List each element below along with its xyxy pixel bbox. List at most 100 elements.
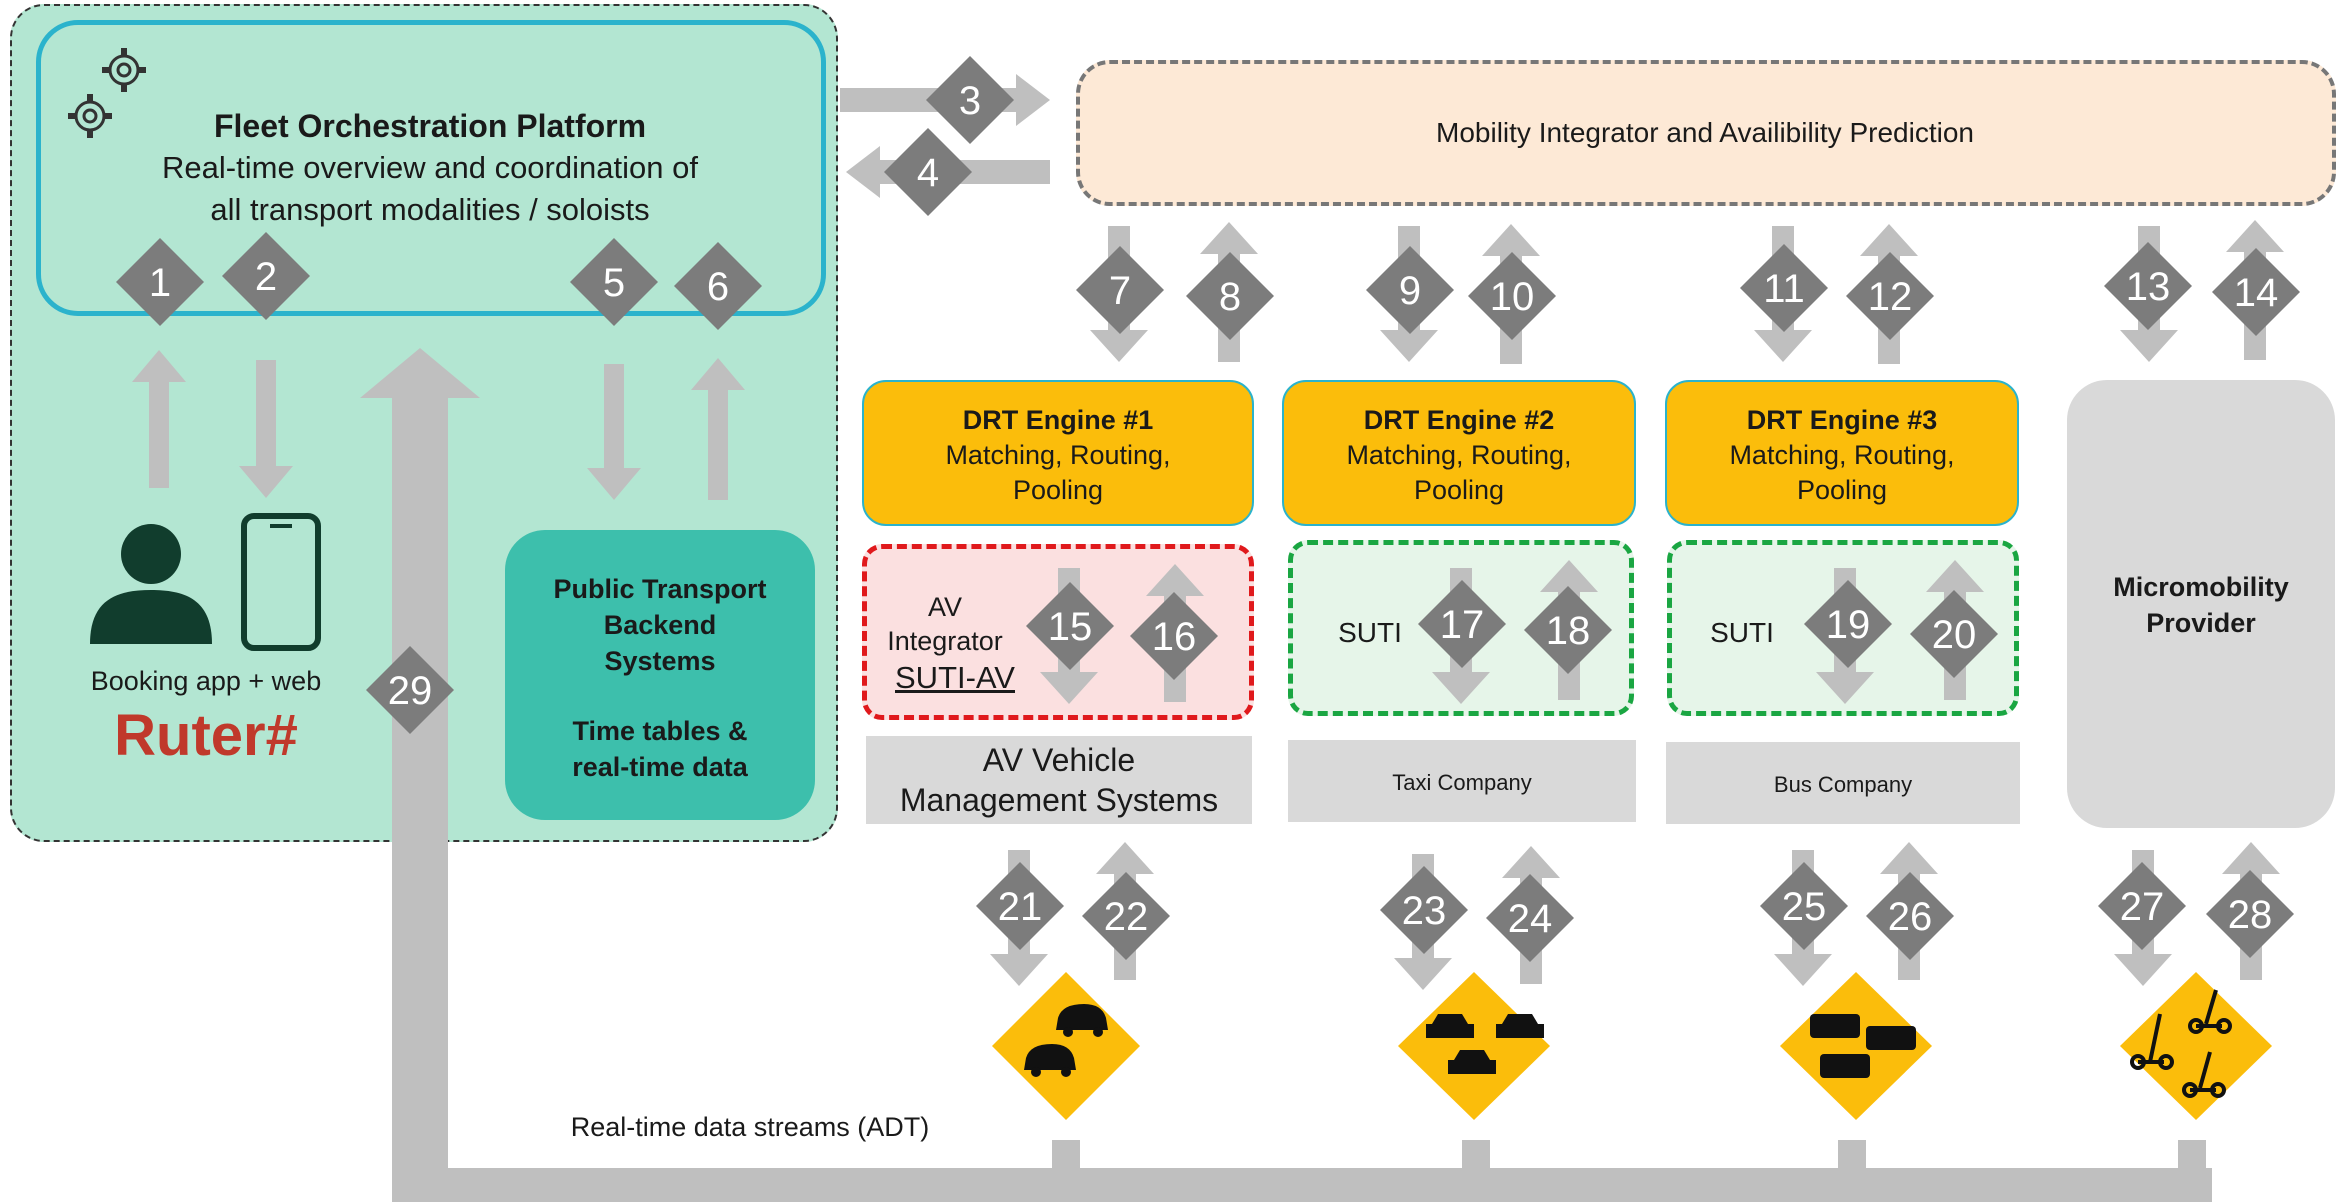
flow-number-5: 5: [603, 261, 625, 305]
fleet-platform-subtitle-1: Real-time overview and coordination of: [162, 150, 698, 185]
flow-number-18: 18: [1546, 609, 1591, 653]
drt-engine-2: [1282, 380, 1636, 526]
flow-number-1: 1: [149, 261, 171, 305]
flow-number-9: 9: [1399, 269, 1421, 313]
flow-diamond-28: [2206, 870, 2294, 958]
suti-label-taxi: SUTI: [1338, 617, 1402, 648]
micromobility-line2: Provider: [2146, 608, 2256, 638]
flow-number-24: 24: [1508, 897, 1553, 941]
flow-number-4: 4: [917, 151, 939, 195]
flow-number-14: 14: [2234, 271, 2279, 315]
flow-number-26: 26: [1888, 895, 1933, 939]
fleet-platform-title: Fleet Orchestration Platform: [213, 108, 647, 144]
pt-backend-line1: Public Transport: [553, 574, 767, 604]
autonomous-car-icon: [992, 972, 1140, 1120]
bus-company-box: [1666, 742, 2020, 824]
bus-company-label: Bus Company: [1773, 772, 1913, 797]
flow-number-20: 20: [1932, 613, 1977, 657]
flow-number-3: 3: [959, 79, 981, 123]
pt-backend-line4: Time tables &: [572, 716, 748, 746]
booking-label: Booking app + web: [90, 666, 322, 696]
flow-number-27: 27: [2120, 885, 2165, 929]
drt-engine-1-line1: Matching, Routing,: [945, 440, 1171, 470]
flow-diamond-27: [2098, 862, 2186, 950]
drt-engine-3-line2: Pooling: [1796, 475, 1888, 505]
flow-diamond-5: [570, 238, 658, 326]
gears-icon: [54, 40, 164, 150]
bus-icon: [1780, 972, 1932, 1120]
flow-number-22: 22: [1104, 895, 1149, 939]
flow-number-15: 15: [1048, 605, 1093, 649]
suti-label-bus: SUTI: [1710, 617, 1774, 648]
smartphone-icon: [240, 512, 322, 652]
drt-engine-2-title: DRT Engine #2: [1363, 405, 1555, 435]
flow-diamond-22: [1082, 872, 1170, 960]
flow-diamond-9: [1366, 246, 1454, 334]
flow-number-7: 7: [1109, 269, 1131, 313]
av-vehicle-management-line1: AV Vehicle: [982, 742, 1136, 778]
av-integrator-suti-av: SUTI-AV: [895, 660, 1015, 695]
flow-diamond-26: [1866, 872, 1954, 960]
taxi-company-label: Taxi Company: [1392, 770, 1532, 795]
av-integrator-line1: AV: [927, 592, 962, 622]
flow-diamond-17: [1418, 580, 1506, 668]
pt-backend-line2: Backend: [603, 610, 717, 640]
flow-diamond-25: [1760, 862, 1848, 950]
micromobility-line1: Micromobility: [2113, 572, 2289, 602]
mobility-integrator-label: Mobility Integrator and Availibility Pre…: [1436, 117, 1974, 148]
flow-diamond-18: [1524, 586, 1612, 674]
pt-backend-line5: real-time data: [572, 752, 748, 782]
mobility-integrator-box: [1076, 60, 2336, 206]
flow-diamond-11: [1740, 244, 1828, 332]
drt-engine-3: [1665, 380, 2019, 526]
flow-diamond-21: [976, 862, 1064, 950]
flow-diamond-3: [926, 56, 1014, 144]
drt-engine-2-line2: Pooling: [1413, 475, 1505, 505]
flow-diamond-12: [1846, 252, 1934, 340]
flow-diamond-1: [116, 238, 204, 326]
user-icon: [86, 516, 216, 646]
flow-number-16: 16: [1152, 615, 1197, 659]
flow-number-12: 12: [1868, 275, 1913, 319]
flow-diamond-4: [884, 128, 972, 216]
fleet-platform-subtitle-2: all transport modalities / soloists: [210, 192, 650, 227]
flow-diamond-20: [1910, 590, 1998, 678]
drt-engine-1-line2: Pooling: [1012, 475, 1104, 505]
flow-number-11: 11: [1763, 267, 1805, 311]
flow-number-28: 28: [2228, 893, 2273, 937]
flow-number-6: 6: [707, 265, 729, 309]
drt-engine-1: [862, 380, 1254, 526]
flow-diamond-14: [2212, 248, 2300, 336]
av-integrator-line2: Integrator: [887, 626, 1003, 656]
flow-diamond-7: [1076, 246, 1164, 334]
scooter-icon: [2120, 972, 2272, 1120]
flow-diamond-2: [222, 232, 310, 320]
drt-engine-3-line1: Matching, Routing,: [1729, 440, 1955, 470]
data-streams-label: Real-time data streams (ADT): [570, 1112, 930, 1142]
ruter-brand: Ruter#: [114, 703, 298, 768]
taxi-company-box: [1288, 740, 1636, 822]
av-vehicle-management-box: [866, 736, 1252, 824]
flow-number-29: 29: [388, 669, 433, 713]
flow-number-19: 19: [1826, 603, 1871, 647]
public-transport-backend: [505, 530, 815, 820]
flow-number-10: 10: [1490, 275, 1535, 319]
micromobility-provider-box: [2067, 380, 2335, 828]
flow-diamond-29: [366, 646, 454, 734]
flow-number-17: 17: [1440, 603, 1485, 647]
drt-engine-3-title: DRT Engine #3: [1746, 405, 1938, 435]
flow-diamond-13: [2104, 242, 2192, 330]
flow-diamond-19: [1804, 580, 1892, 668]
av-vehicle-management-line2: Management Systems: [899, 782, 1219, 818]
flow-diamond-16: [1130, 592, 1218, 680]
drt-engine-1-title: DRT Engine #1: [962, 405, 1154, 435]
drt-engine-2-line1: Matching, Routing,: [1346, 440, 1572, 470]
flow-number-13: 13: [2126, 265, 2171, 309]
taxi-car-icon: [1398, 972, 1550, 1120]
flow-diamond-23: [1380, 866, 1468, 954]
flow-number-23: 23: [1402, 889, 1447, 933]
flow-diamond-10: [1468, 252, 1556, 340]
flow-number-2: 2: [255, 255, 277, 299]
flow-number-8: 8: [1219, 275, 1241, 319]
